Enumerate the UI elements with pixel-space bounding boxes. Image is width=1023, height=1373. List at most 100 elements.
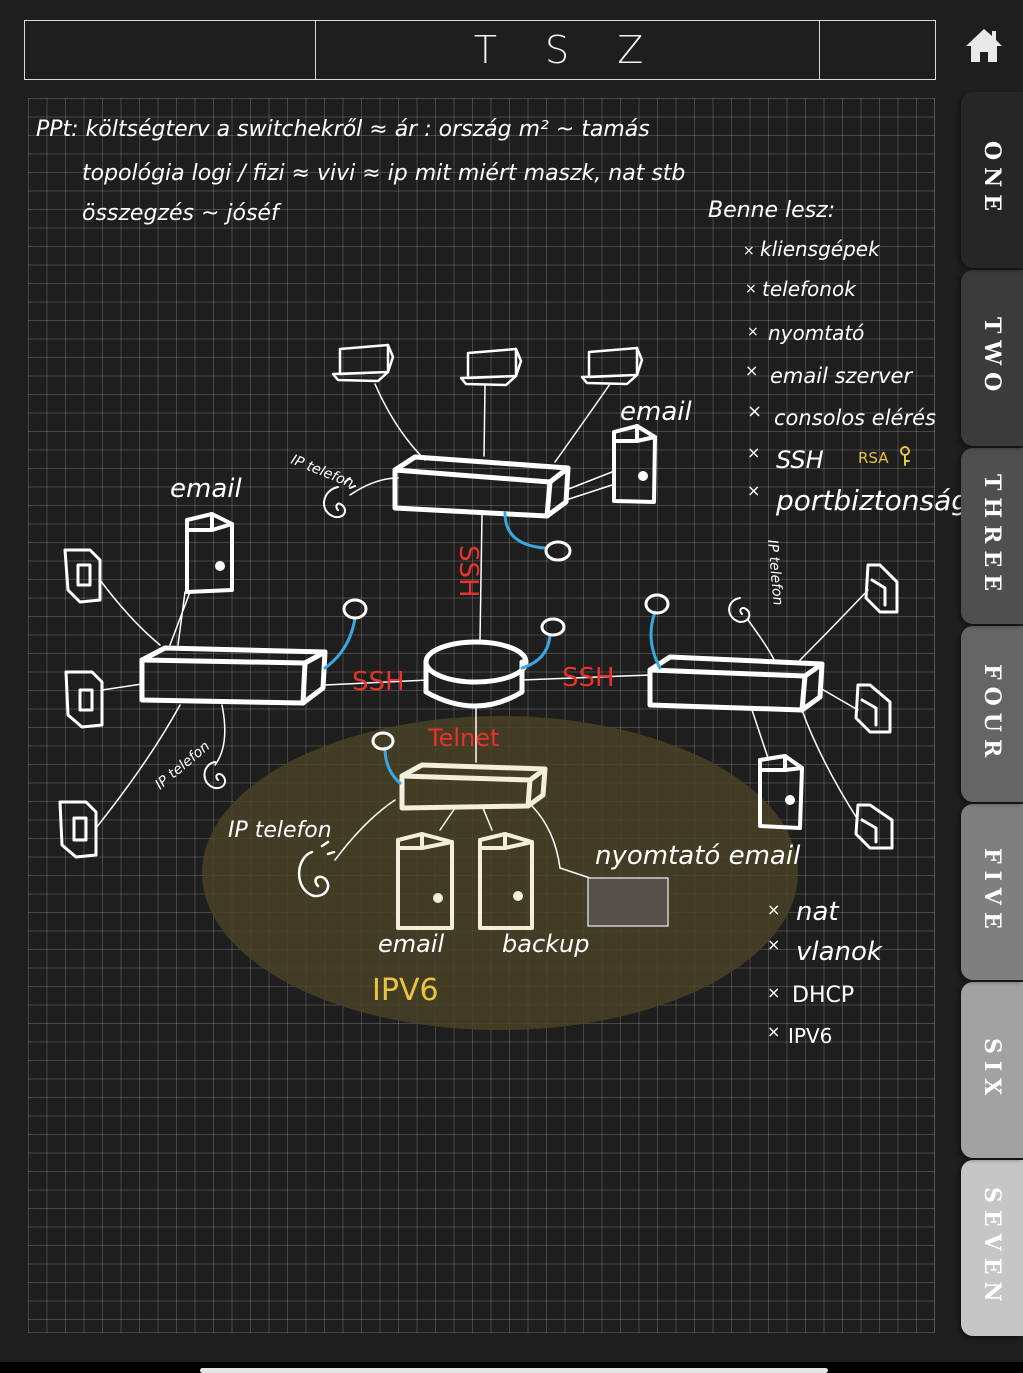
left-email-label: email	[170, 474, 242, 504]
tab-two[interactable]: TWO	[961, 270, 1023, 446]
benne-item-3: nyomtató	[768, 321, 864, 345]
tab-four[interactable]: FOUR	[961, 626, 1023, 802]
desktop-icon	[63, 548, 102, 604]
top-ip-telefon-label: IP telefon	[289, 452, 356, 492]
benne-bullet-5: ×	[747, 401, 762, 422]
note-line-2: topológia logi / fizi ≈ vivi ≈ ip mit mi…	[82, 161, 685, 186]
left-server-icon	[185, 512, 234, 594]
benne-bullet-6: ×	[747, 443, 760, 462]
bottom-list: × nat × vlanok × DHCP × IPV6	[767, 897, 883, 1048]
bottom-blue-node	[371, 731, 395, 751]
list2-item-2: vlanok	[796, 937, 883, 967]
left-server-cable	[169, 591, 191, 646]
notebook-grid	[28, 98, 935, 1333]
router-blue-node	[540, 617, 566, 637]
tab-one[interactable]: ONE	[961, 92, 1023, 268]
top-laptop-cables	[374, 383, 611, 463]
desktop-icon	[64, 670, 104, 729]
top-server-cable	[565, 471, 613, 501]
benne-item-6: SSH	[776, 446, 824, 474]
right-router-link	[521, 674, 651, 681]
left-ip-telefon-label: IP telefon	[152, 738, 213, 793]
highlight-ellipse	[202, 716, 798, 1030]
tab-label: SEVEN	[979, 1187, 1005, 1309]
list2-bullet-2: ×	[767, 935, 780, 954]
bottom-switch	[399, 762, 548, 811]
right-blue-cable	[649, 610, 662, 670]
laptop-icon	[580, 346, 644, 386]
note-line-3: összegzés ~ jóséf	[82, 201, 282, 226]
benne-title: Benne lesz:	[708, 198, 835, 223]
top-switch	[392, 454, 571, 519]
left-device-cables	[95, 579, 181, 829]
benne-list: × kliensgépek × telefonok × nyomtató × e…	[743, 237, 969, 517]
top-phone-cable	[349, 477, 399, 496]
bottom-blue-cable	[383, 746, 402, 785]
server-icon	[612, 424, 657, 504]
printer-icon	[587, 877, 669, 927]
key-icon	[900, 446, 910, 466]
right-device-cables	[799, 589, 869, 821]
ssh-left-label: SSH	[352, 667, 405, 697]
router-icon	[423, 639, 529, 709]
benne-item-5: consolos elérés	[774, 406, 936, 430]
telnet-label: Telnet	[427, 724, 499, 752]
right-devices	[854, 563, 899, 850]
tab-label: THREE	[979, 474, 1005, 598]
home-indicator[interactable]	[200, 1368, 828, 1373]
left-switch	[139, 645, 328, 706]
benne-bullet-2: ×	[745, 281, 757, 297]
right-server-icon	[758, 754, 804, 830]
left-router-link	[324, 679, 429, 686]
right-ip-telefon-label: IP telefon	[764, 539, 786, 606]
benne-bullet-1: ×	[743, 243, 755, 259]
right-phone-cable	[747, 619, 776, 663]
phone-icon	[323, 477, 356, 519]
top-email-label: email	[620, 397, 692, 427]
right-blue-node	[644, 593, 670, 615]
benne-bullet-3: ×	[747, 324, 759, 340]
bottom-bar	[0, 1362, 1023, 1373]
bottom-server-backup	[478, 832, 534, 930]
desktop-icon	[854, 803, 894, 850]
left-devices	[58, 548, 104, 859]
benne-item-7: portbiztonság	[775, 484, 969, 517]
tab-six[interactable]: SIX	[961, 982, 1023, 1158]
desktop-icon	[864, 563, 899, 614]
ssh-right-label: SSH	[562, 663, 615, 693]
top-blue-cable	[503, 511, 547, 550]
left-blue-node	[342, 598, 368, 620]
rsa-label: RSA	[858, 449, 889, 467]
phone-icon	[728, 597, 751, 623]
desktop-icon	[58, 800, 98, 859]
list2-bullet-4: ×	[767, 1022, 780, 1041]
phone-icon	[298, 840, 336, 898]
benne-item-1: kliensgépek	[760, 237, 881, 261]
list2-item-1: nat	[796, 897, 839, 927]
list2-item-4: IPV6	[788, 1024, 832, 1048]
tab-label: ONE	[979, 141, 1005, 219]
benne-item-4: email szerver	[770, 364, 913, 388]
left-blue-cable	[323, 616, 357, 670]
tab-five[interactable]: FIVE	[961, 804, 1023, 980]
tab-seven[interactable]: SEVEN	[961, 1160, 1023, 1336]
list2-item-3: DHCP	[792, 983, 854, 1008]
tab-three[interactable]: THREE	[961, 448, 1023, 624]
right-server-cable	[751, 709, 769, 759]
benne-item-2: telefonok	[762, 277, 857, 301]
left-phone-cable	[214, 704, 226, 766]
header-cell-center: T S Z	[316, 21, 820, 79]
home-icon[interactable]	[962, 24, 1006, 68]
ssh-vertical-label: SSH	[453, 545, 483, 598]
laptop-icon	[331, 343, 395, 383]
list2-bullet-3: ×	[767, 983, 780, 1002]
backup-label: backup	[502, 930, 589, 958]
tab-label: FOUR	[979, 663, 1005, 765]
note-line-1: PPt: költségterv a switchekről ≈ ár : or…	[36, 117, 650, 142]
desktop-icon	[854, 683, 892, 734]
top-blue-node	[544, 540, 572, 562]
phone-icon	[203, 761, 227, 790]
right-switch	[647, 654, 825, 713]
